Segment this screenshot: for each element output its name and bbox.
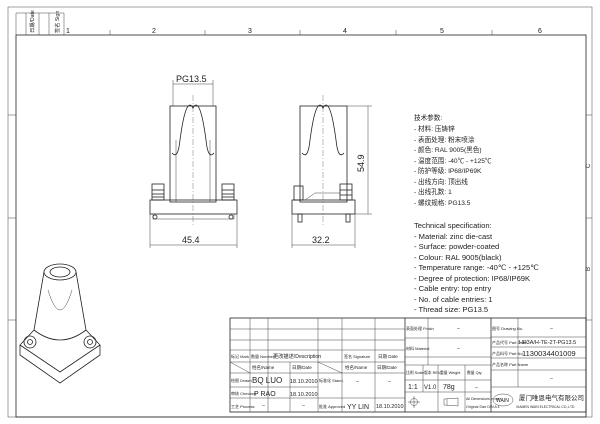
tb-stand-name: – bbox=[356, 379, 359, 385]
tb-finish-label: 表面处理 Finish bbox=[406, 325, 434, 331]
tb-weight-label: 重量 Weight bbox=[440, 370, 461, 375]
tb-name-header-2: 姓名/Name bbox=[345, 364, 368, 371]
tb-approved-label: 批准 Approved bbox=[319, 403, 345, 409]
tb-weight-value: 78g bbox=[443, 384, 455, 391]
column-number-3: 3 bbox=[248, 28, 252, 35]
tb-drawing-no-value: – bbox=[550, 326, 553, 332]
tb-description: 更改描述/Description bbox=[273, 352, 321, 360]
spec-cn-item: - 防护等级: IP68/IP69K bbox=[414, 166, 482, 175]
column-number-5: 5 bbox=[440, 28, 444, 35]
tb-approved-name: YY LIN bbox=[347, 404, 369, 411]
column-number-1: 1 bbox=[66, 28, 70, 35]
front-width-dimension: 45.4 bbox=[182, 235, 200, 245]
tb-checked-date: 18.10.2010 bbox=[290, 392, 318, 398]
tb-scale-value: 1:1 bbox=[408, 384, 418, 391]
tb-drawn-label: 绘图 Drawn bbox=[231, 377, 252, 383]
side-width-dimension: 32.2 bbox=[312, 235, 330, 245]
height-dimension: 54.9 bbox=[356, 154, 366, 172]
spec-en-item: - Material: zinc die-cast bbox=[414, 232, 493, 241]
tb-scale-label: 比例 Scale bbox=[406, 370, 424, 375]
column-number-6: 6 bbox=[538, 28, 542, 35]
spec-en-title: Technical specification: bbox=[414, 221, 492, 230]
spec-cn-item: - 材料: 压铸锌 bbox=[414, 124, 455, 133]
tb-drawn-date: 18.10.2010 bbox=[290, 379, 318, 385]
spec-cn-item: - 出线方向: 顶出线 bbox=[414, 177, 468, 186]
column-number-4: 4 bbox=[343, 28, 347, 35]
front-view: PG13.5 45.4 bbox=[149, 74, 238, 248]
spec-en-item: - Thread size: PG13.5 bbox=[414, 305, 488, 314]
row-letter-c: C bbox=[586, 163, 592, 168]
tb-rev-value: V1.0 bbox=[424, 385, 437, 391]
tb-name-header: 姓名/Name bbox=[252, 364, 275, 371]
tb-qty-label: 数量 Qty. bbox=[467, 370, 482, 375]
tb-process-date: – bbox=[302, 403, 305, 409]
tb-stand-label: 标准化 Stand. bbox=[319, 377, 344, 383]
tb-size-note: Original Size DIN A 4 bbox=[466, 405, 500, 409]
tb-part-name-value: – bbox=[550, 376, 553, 382]
isometric-view bbox=[19, 263, 101, 384]
tb-part-code-value: HP3A/H-TE-2T-PG13.5 bbox=[519, 340, 576, 346]
spec-en-item: - Cable entry: top entry bbox=[414, 284, 491, 293]
tb-stand-date: – bbox=[388, 379, 391, 385]
tb-drawn-name: BQ LUO bbox=[252, 376, 282, 385]
tb-material-value: – bbox=[457, 346, 460, 352]
tb-date-header: 日期/Date bbox=[292, 365, 312, 371]
side-view: 54.9 32.2 bbox=[291, 95, 372, 248]
corner-label-date: 日期/Date bbox=[29, 10, 36, 33]
thread-dimension: PG13.5 bbox=[176, 74, 207, 84]
tb-date-header-2: 日期/Date bbox=[377, 365, 397, 371]
tb-part-no-value: 1130034401009 bbox=[522, 349, 576, 358]
tb-part-no-label: 产品料号 Part No. bbox=[492, 350, 524, 356]
spec-en-item: - Degree of protection: IP68/IP69K bbox=[414, 274, 530, 283]
spec-cn-item: - 螺纹规格: PG13.5 bbox=[414, 198, 471, 207]
spec-english: Technical specification: - Material: zin… bbox=[414, 221, 539, 314]
spec-chinese: 技术参数: - 材料: 压铸锌 - 表面处理: 粉末喷涂 - 颜色: RAL 9… bbox=[414, 113, 492, 207]
spec-cn-title: 技术参数: bbox=[414, 113, 442, 122]
title-block: 标记 Mark 数量 Number 更改描述/Description 签名 Si… bbox=[229, 317, 587, 413]
tb-company-en: XIAMEN WAIN ELECTRICAL CO.,LTD bbox=[516, 405, 575, 409]
spec-en-item: - Colour: RAL 9005(black) bbox=[414, 253, 502, 262]
tb-rev-label: 版本 REV. bbox=[424, 370, 441, 375]
spec-cn-item: - 表面处理: 粉末喷涂 bbox=[414, 135, 475, 144]
spec-cn-item: - 颜色: RAL 9005(黑色) bbox=[414, 145, 482, 154]
corner-label-sign: 签名 Sign bbox=[53, 11, 61, 33]
tb-signature: 签名 Signature bbox=[344, 353, 371, 359]
spec-cn-item: - 温度范围: -40℃ - +125℃ bbox=[414, 156, 492, 165]
tb-date: 日期 Date bbox=[378, 354, 398, 360]
logo-text: WAIN bbox=[496, 398, 509, 404]
spec-en-item: - Surface: powder-coated bbox=[414, 242, 499, 251]
tb-process-label: 工艺 Process bbox=[231, 404, 255, 409]
drawing-frame: 日期/Date 签名 Sign 1 2 3 4 5 6 C B bbox=[7, 6, 593, 418]
tb-checked-name: P RAO bbox=[254, 391, 276, 398]
row-letter-b: B bbox=[586, 267, 592, 271]
tb-number: 数量 Number bbox=[251, 353, 275, 359]
spec-cn-item: - 出线孔数: 1 bbox=[414, 187, 452, 196]
tb-company-cn: 厦门唯恩电气有限公司 bbox=[519, 393, 584, 402]
tb-process-name: – bbox=[262, 403, 265, 409]
tb-qty-value: – bbox=[475, 385, 478, 391]
screw-left bbox=[151, 183, 165, 220]
projection-symbol-icon bbox=[408, 396, 420, 408]
tb-material-label: 材料 Material bbox=[406, 345, 429, 351]
cone-symbol-icon bbox=[443, 397, 459, 407]
spec-en-item: - Temperature range: -40℃ - +125℃ bbox=[414, 263, 539, 272]
tb-mark: 标记 Mark bbox=[231, 353, 249, 359]
tb-finish-value: – bbox=[457, 326, 460, 332]
tb-part-code-label: 产品代号 Part Code bbox=[492, 339, 528, 345]
company-logo: WAIN bbox=[492, 393, 514, 407]
tb-checked-label: 审核 Checked bbox=[231, 390, 256, 396]
tb-drawing-no-label: 图号 Drawing No. bbox=[492, 325, 523, 331]
tb-approved-date: 18.10.2010 bbox=[376, 404, 404, 410]
spec-en-item: - No. of cable entries: 1 bbox=[414, 295, 493, 304]
tb-part-name-label: 产品名称 Part Name bbox=[492, 361, 529, 367]
tb-dimension-note: All Dimensions in mm bbox=[466, 397, 501, 401]
column-number-2: 2 bbox=[152, 28, 156, 35]
screw-right bbox=[221, 183, 235, 220]
